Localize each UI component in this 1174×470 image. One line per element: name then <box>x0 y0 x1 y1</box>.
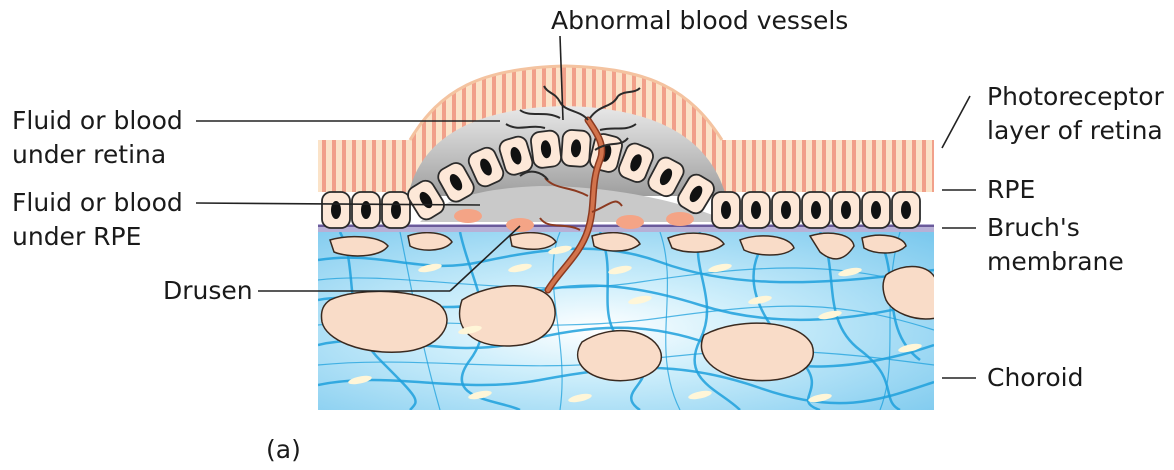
choroid-cell <box>578 331 662 381</box>
photoreceptor-rod <box>842 60 846 200</box>
rpe-nucleus <box>781 201 791 219</box>
rpe-nucleus <box>841 201 851 219</box>
rpe-nucleus <box>901 201 911 219</box>
rpe-cell <box>802 192 830 228</box>
label-fluid-under-retina: Fluid or blood under retina <box>12 104 183 172</box>
photoreceptor-rod <box>352 60 356 200</box>
rpe-cell <box>772 192 800 228</box>
label-fluid-under-rpe: Fluid or blood under RPE <box>12 186 183 254</box>
label-choroid: Choroid <box>987 361 1083 395</box>
photoreceptor-rod <box>802 60 806 200</box>
rpe-cell <box>382 192 410 228</box>
choroid-cell <box>330 237 388 256</box>
photoreceptor-rod <box>812 60 816 200</box>
photoreceptor-rod <box>932 60 936 200</box>
druse <box>616 215 644 229</box>
rpe-nucleus <box>871 201 881 219</box>
photoreceptor-rod <box>392 60 396 200</box>
photoreceptor-rod <box>762 60 766 200</box>
rpe-cell <box>322 192 350 228</box>
rpe-cell <box>832 192 860 228</box>
rpe-cell <box>352 192 380 228</box>
photoreceptor-rod <box>832 60 836 200</box>
photoreceptor-rod <box>752 60 756 200</box>
photoreceptor-rod <box>852 60 856 200</box>
rpe-nucleus <box>751 201 761 219</box>
druse <box>666 212 694 226</box>
photoreceptor-rod <box>862 60 866 200</box>
choroid-layer <box>318 230 936 410</box>
rpe-nucleus <box>811 201 821 219</box>
photoreceptor-rod <box>922 60 926 200</box>
photoreceptor-rod <box>912 60 916 200</box>
rpe-cell <box>892 192 920 228</box>
photoreceptor-rod <box>332 60 336 200</box>
label-abnormal-blood-vessels: Abnormal blood vessels <box>551 4 848 38</box>
label-photoreceptor-layer: Photoreceptor layer of retina <box>987 80 1164 148</box>
label-drusen: Drusen <box>163 274 253 308</box>
choroid-cell <box>460 286 556 346</box>
rpe-cell <box>742 192 770 228</box>
photoreceptor-rod <box>732 60 736 200</box>
druse <box>454 209 482 223</box>
label-bruchs-membrane: Bruch's membrane <box>987 211 1124 279</box>
rpe-nucleus <box>721 201 731 219</box>
photoreceptor-rod <box>892 60 896 200</box>
druse <box>506 218 534 232</box>
panel-label: (a) <box>266 433 301 467</box>
rpe-cell <box>862 192 890 228</box>
photoreceptor-rod <box>782 60 786 200</box>
photoreceptor-rod <box>742 60 746 200</box>
rpe-cell <box>561 129 591 167</box>
photoreceptor-rod <box>872 60 876 200</box>
photoreceptor-rod <box>322 60 326 200</box>
rpe-cell <box>530 130 562 169</box>
photoreceptor-rod <box>362 60 366 200</box>
photoreceptor-rod <box>722 60 726 200</box>
photoreceptor-rod <box>882 60 886 200</box>
label-rpe: RPE <box>987 173 1035 207</box>
leader-photoreceptor <box>942 96 970 148</box>
photoreceptor-rod <box>342 60 346 200</box>
photoreceptor-rod <box>822 60 826 200</box>
photoreceptor-rod <box>772 60 776 200</box>
photoreceptor-rod <box>372 60 376 200</box>
photoreceptor-rod <box>902 60 906 200</box>
photoreceptor-rod <box>792 60 796 200</box>
rpe-cell <box>712 192 740 228</box>
photoreceptor-rod <box>402 60 406 200</box>
photoreceptor-rod <box>382 60 386 200</box>
